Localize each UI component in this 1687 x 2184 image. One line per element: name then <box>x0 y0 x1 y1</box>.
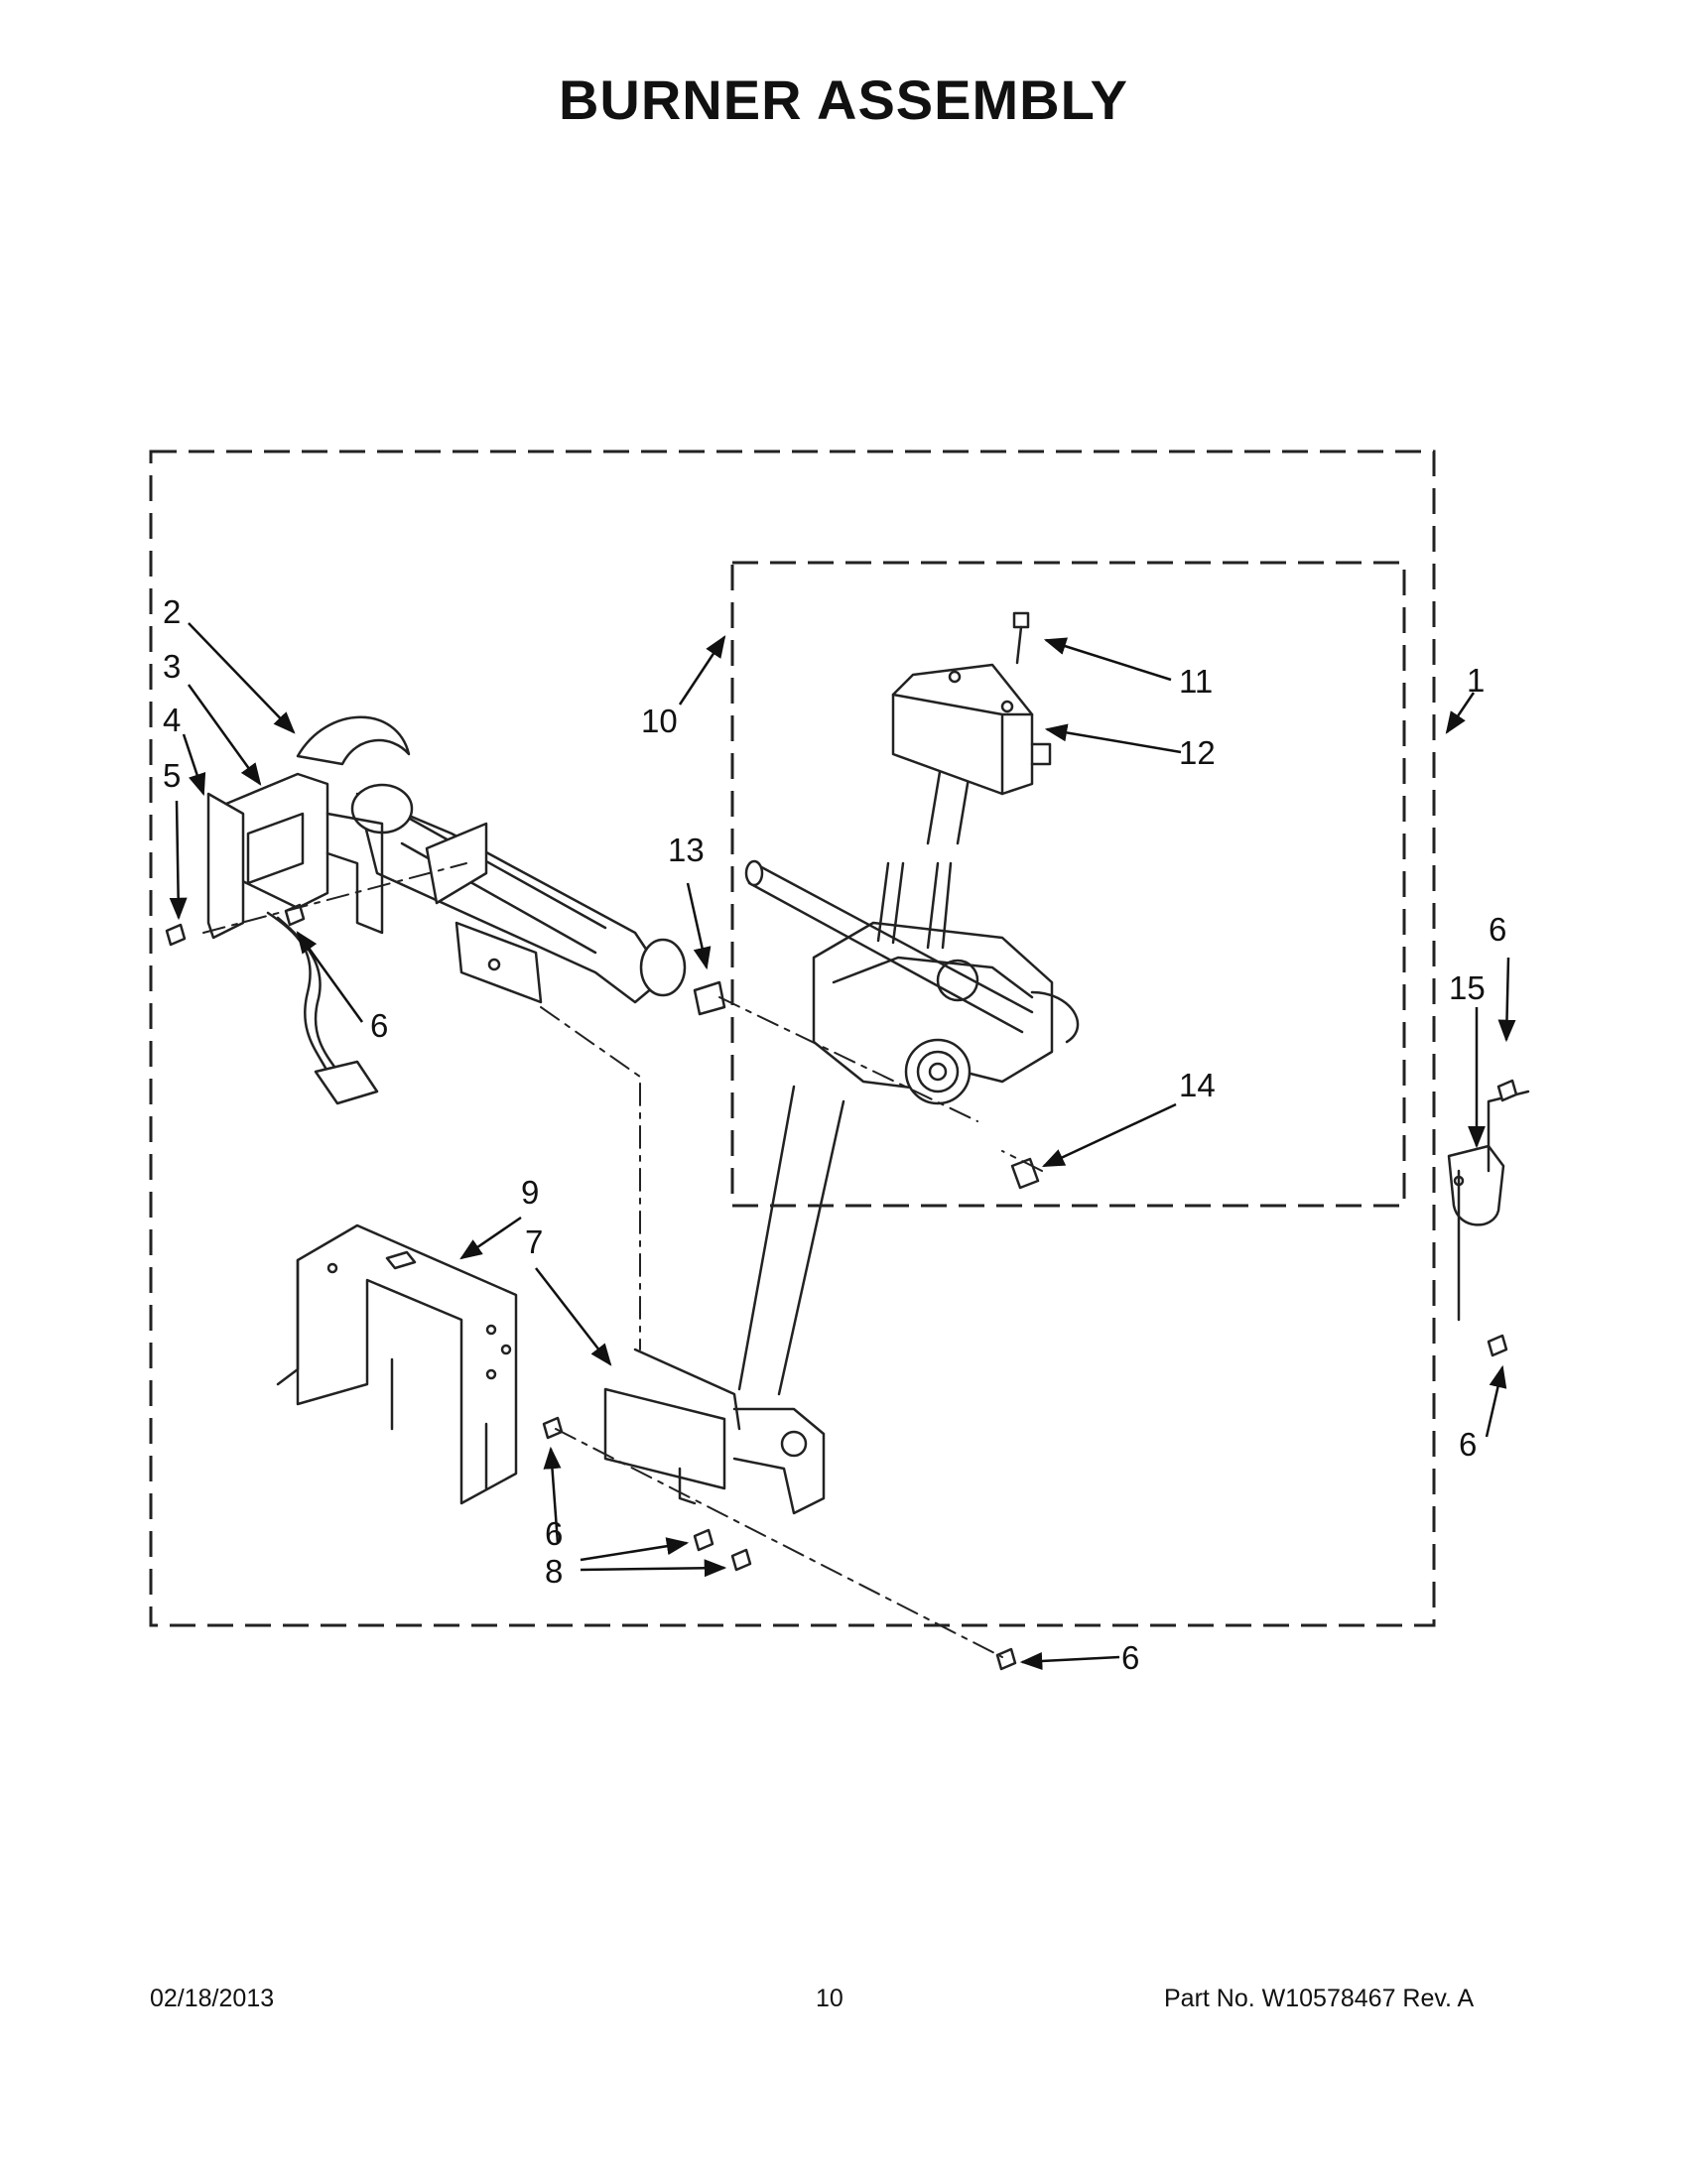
callout-arrows <box>169 622 1516 1670</box>
callout-11: 11 <box>1179 663 1213 700</box>
callout-6: 6 <box>545 1515 563 1552</box>
callout-1: 1 <box>1467 662 1485 699</box>
callout-15: 9 <box>521 1174 539 1211</box>
footer-page-number: 10 <box>816 1985 844 2012</box>
igniter-wire-harness <box>266 911 379 1105</box>
callout-3: 3 <box>163 648 181 685</box>
callout-5: 5 <box>163 757 181 794</box>
gas-valve <box>812 921 1080 1105</box>
burner-orifice <box>693 980 726 1016</box>
footer-part-number: Part No. W10578467 Rev. A <box>1164 1985 1475 2012</box>
outer-assembly-boundary <box>149 450 1436 1627</box>
page-title: BURNER ASSEMBLY <box>558 68 1129 131</box>
callout-14: 15 <box>1449 969 1486 1006</box>
callout-6: 6 <box>1121 1639 1139 1676</box>
callout-labels: 1 2 3 4 5 6 6 6 6 6 13 7 8 10 11 12 14 1… <box>163 593 1506 1676</box>
callout-8: 8 <box>545 1553 563 1590</box>
igniter-bracket <box>206 772 384 940</box>
coil-screw <box>1012 611 1030 665</box>
callout-13: 14 <box>1179 1067 1216 1103</box>
flame-sensor-tube <box>737 1085 845 1396</box>
flame-sensor-bracket <box>425 822 543 1004</box>
valve-coil <box>891 663 1052 796</box>
callout-6: 6 <box>1489 911 1506 948</box>
callout-10: 10 <box>641 703 678 739</box>
pipe-clamp <box>1447 1090 1530 1322</box>
callout-4: 4 <box>163 702 181 738</box>
callout-2: 2 <box>163 593 181 630</box>
callout-9: 13 <box>668 832 705 868</box>
callout-7: 7 <box>525 1223 543 1260</box>
burner-mounting-bracket <box>276 1223 518 1505</box>
valve-coil-tubes <box>876 752 974 950</box>
footer-date: 02/18/2013 <box>150 1985 275 2012</box>
mounting-screws <box>165 903 1518 1671</box>
gas-valve-boundary <box>730 561 1406 1208</box>
assembly-lines <box>202 862 1043 1658</box>
callout-6: 6 <box>370 1007 388 1044</box>
sensor-mounting-bracket <box>603 1348 826 1515</box>
callout-12: 12 <box>1179 734 1216 771</box>
callout-6: 6 <box>1459 1426 1477 1463</box>
